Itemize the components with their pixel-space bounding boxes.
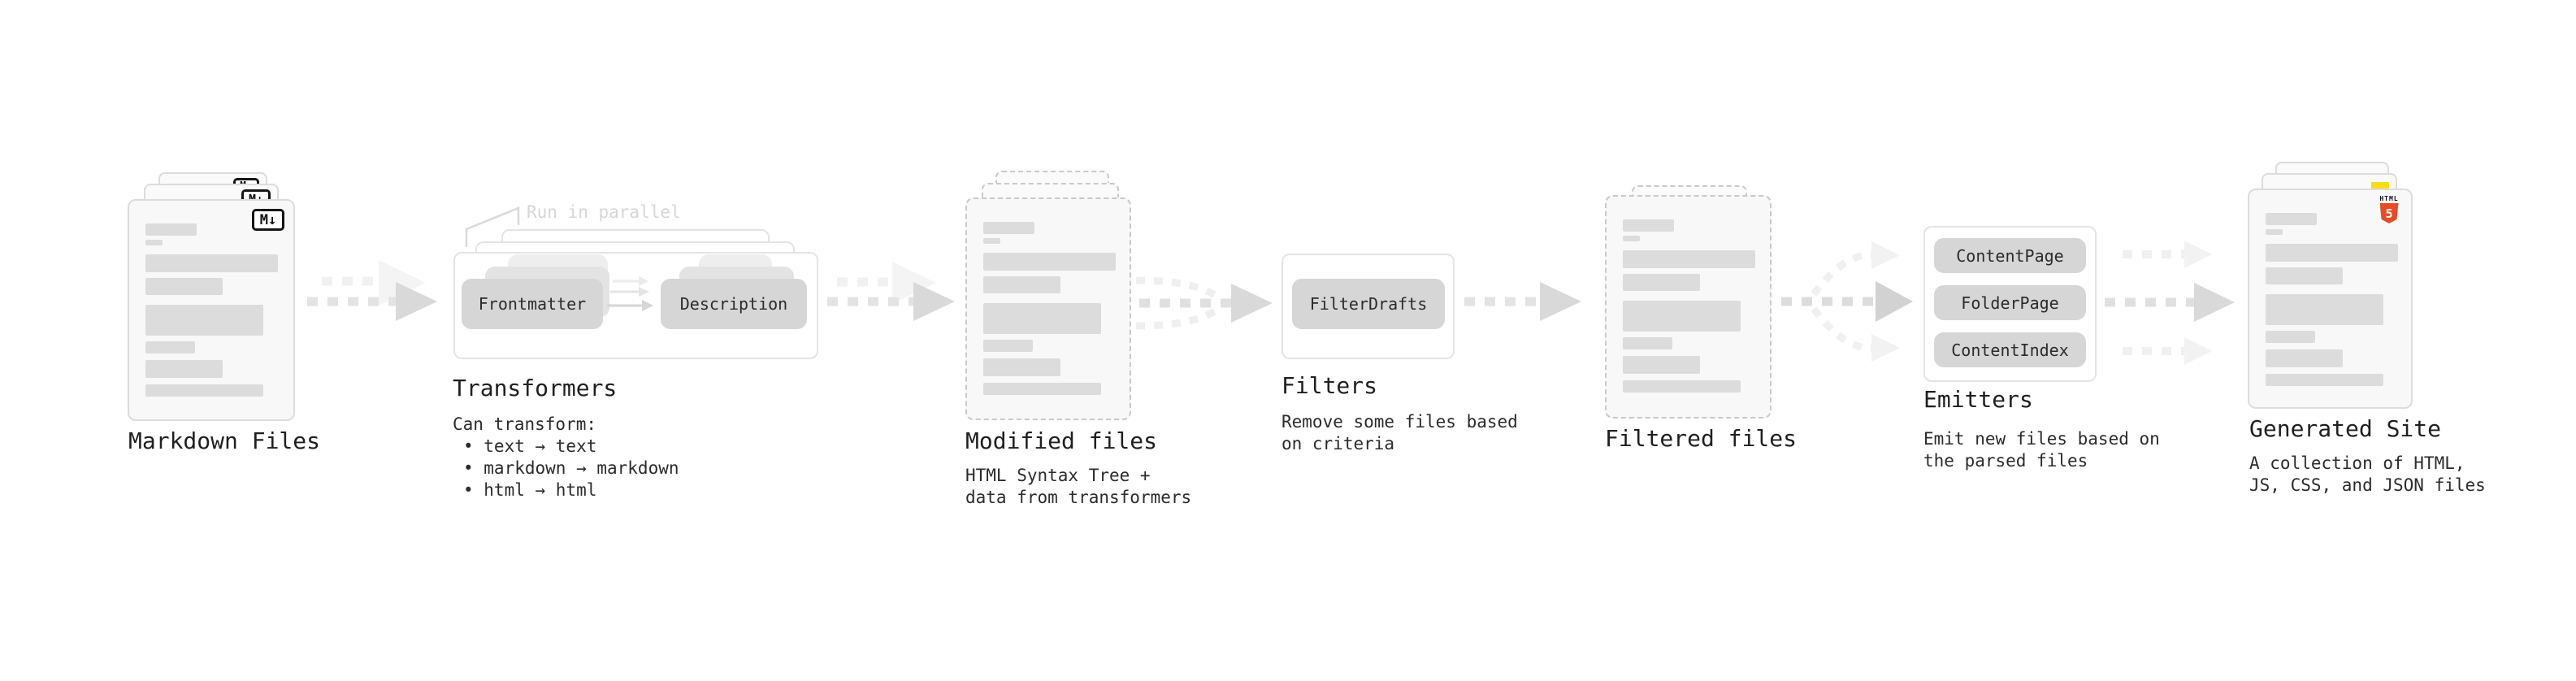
transform-bullet: • text → text bbox=[463, 436, 597, 456]
placeholder-bar bbox=[1623, 356, 1700, 374]
placeholder-bar bbox=[145, 278, 223, 295]
stage-title-transformers: Transformers bbox=[453, 375, 618, 401]
document-placeholder-lines bbox=[145, 223, 278, 397]
placeholder-bar bbox=[1623, 219, 1674, 232]
placeholder-bar bbox=[1623, 236, 1640, 241]
placeholder-bar bbox=[1623, 380, 1741, 393]
placeholder-bar bbox=[983, 303, 1101, 334]
html5-icon: HTML 5 bbox=[2379, 195, 2400, 223]
transform-bullet: • markdown → markdown bbox=[463, 458, 679, 478]
markdown-icon: M↓ bbox=[252, 209, 284, 231]
placeholder-bar bbox=[145, 240, 163, 245]
placeholder-bar bbox=[983, 340, 1033, 352]
filters-description: Remove some files based on criteria bbox=[1281, 412, 1518, 453]
document-placeholder-lines bbox=[2266, 213, 2398, 386]
stage-title-generated-site: Generated Site bbox=[2249, 415, 2442, 442]
arrow-transformers-to-modified bbox=[827, 262, 955, 321]
placeholder-bar bbox=[1623, 274, 1700, 291]
placeholder-bar bbox=[2266, 349, 2343, 367]
placeholder-bar bbox=[983, 276, 1060, 293]
stage-title-markdown-files: Markdown Files bbox=[128, 427, 321, 454]
arrow-markdown-to-transformers bbox=[307, 260, 437, 321]
filterdrafts-pill: FilterDrafts bbox=[1292, 279, 1445, 329]
contentindex-pill: ContentIndex bbox=[1934, 332, 2086, 367]
placeholder-bar bbox=[2266, 267, 2343, 284]
document-placeholder-lines bbox=[1623, 219, 1755, 393]
placeholder-bar bbox=[2266, 331, 2315, 343]
run-in-parallel-note: Run in parallel bbox=[527, 202, 681, 222]
placeholder-bar bbox=[1623, 250, 1755, 268]
stage-title-filters: Filters bbox=[1281, 372, 1378, 399]
description-pill: Description bbox=[661, 279, 807, 329]
modified-file-card-front bbox=[965, 197, 1131, 420]
frontmatter-pill: Frontmatter bbox=[462, 279, 603, 329]
arrow-modified-to-filters-merge bbox=[1135, 276, 1273, 330]
placeholder-bar bbox=[145, 341, 195, 354]
arrow-filtered-to-emitters-fanout bbox=[1781, 241, 1913, 362]
stage-title-emitters: Emitters bbox=[1923, 386, 2033, 413]
placeholder-bar bbox=[145, 360, 223, 378]
placeholder-bar bbox=[983, 222, 1034, 234]
placeholder-bar bbox=[983, 358, 1060, 376]
stage-title-modified-files: Modified files bbox=[965, 427, 1158, 454]
generated-site-description: A collection of HTML, JS, CSS, and JSON … bbox=[2249, 453, 2486, 495]
placeholder-bar bbox=[145, 223, 197, 236]
document-placeholder-lines bbox=[983, 222, 1116, 395]
placeholder-bar bbox=[2266, 244, 2398, 262]
transform-bullet: • html → html bbox=[463, 480, 597, 500]
placeholder-bar bbox=[983, 238, 1000, 244]
arrow-filters-to-filtered bbox=[1464, 282, 1581, 321]
placeholder-bar bbox=[2266, 213, 2317, 225]
placeholder-bar bbox=[145, 305, 263, 336]
placeholder-bar bbox=[145, 254, 278, 272]
placeholder-bar bbox=[983, 383, 1101, 395]
filtered-file-card-front bbox=[1605, 195, 1772, 419]
placeholder-bar bbox=[2266, 294, 2383, 325]
placeholder-bar bbox=[2266, 374, 2383, 386]
transformers-description: Can transform: • text → text • markdown … bbox=[453, 414, 679, 501]
modified-files-description: HTML Syntax Tree + data from transformer… bbox=[965, 466, 1192, 507]
contentpage-pill: ContentPage bbox=[1934, 238, 2086, 273]
placeholder-bar bbox=[983, 253, 1116, 271]
arrow-emitters-to-generated bbox=[2105, 241, 2235, 365]
can-transform-heading: Can transform: bbox=[453, 414, 597, 434]
placeholder-bar bbox=[1623, 337, 1672, 349]
stage-title-filtered-files: Filtered files bbox=[1605, 425, 1798, 452]
placeholder-bar bbox=[145, 384, 263, 397]
markdown-file-card-front: M↓ bbox=[128, 199, 295, 421]
folderpage-pill: FolderPage bbox=[1934, 285, 2086, 320]
generated-file-card-front: HTML 5 bbox=[2248, 189, 2413, 409]
placeholder-bar bbox=[1623, 301, 1741, 332]
placeholder-bar bbox=[2266, 229, 2283, 235]
emitters-description: Emit new files based on the parsed files bbox=[1923, 429, 2160, 471]
